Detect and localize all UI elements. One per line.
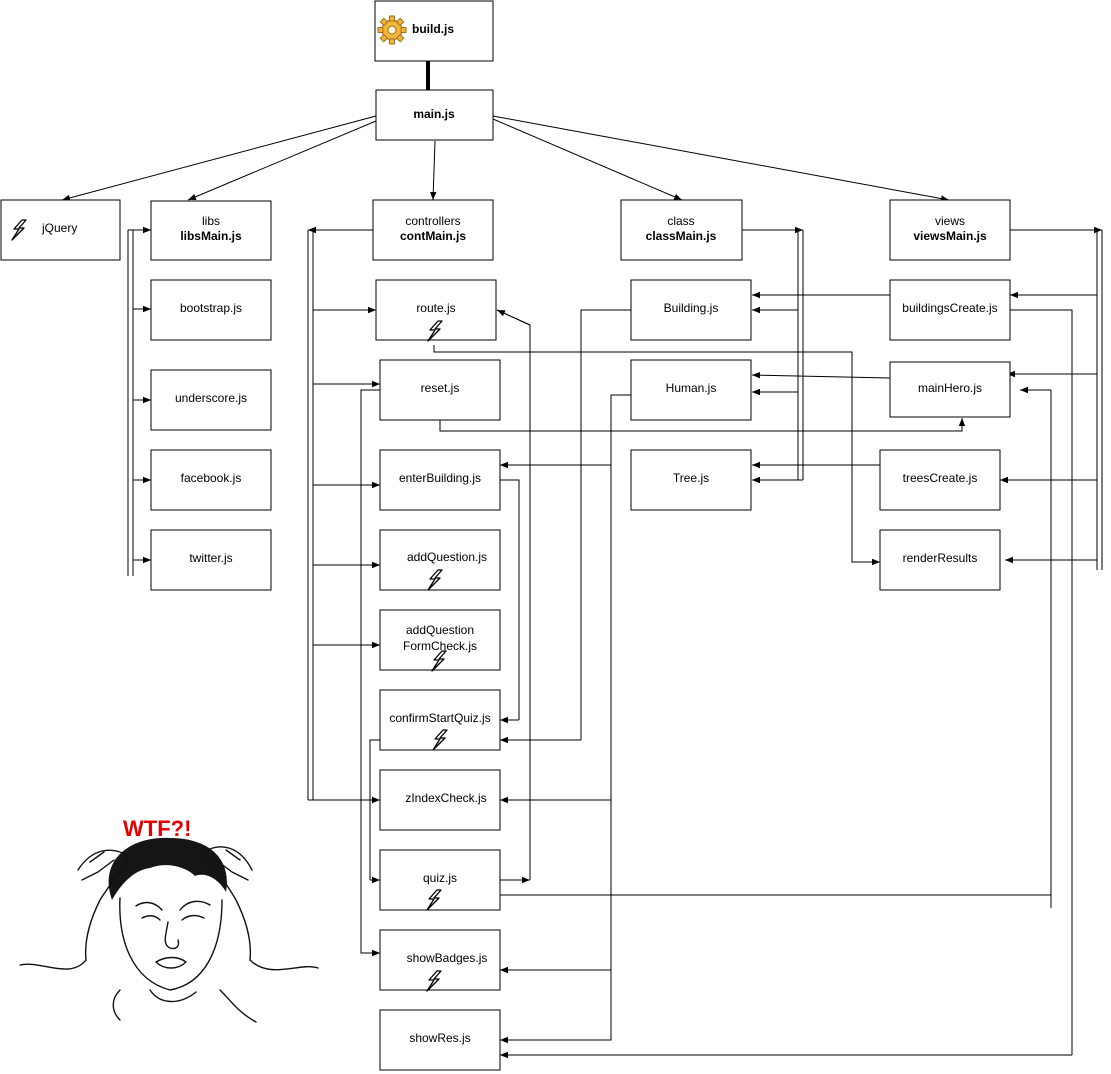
buildings-create-label: buildingsCreate.js <box>902 301 997 315</box>
add-question-label: addQuestion.js <box>407 550 487 564</box>
node-human[interactable]: Human.js <box>630 359 752 421</box>
main-label: main.js <box>413 107 455 121</box>
facebook-label: facebook.js <box>181 471 242 485</box>
render-results-label: renderResults <box>903 551 978 565</box>
wtf-meme-illustration: WTF?! <box>19 816 319 1023</box>
node-add-question[interactable]: addQuestion.js <box>379 529 501 591</box>
node-buildings-create[interactable]: buildingsCreate.js <box>889 279 1011 341</box>
node-bootstrap[interactable]: bootstrap.js <box>150 279 272 341</box>
enter-building-label: enterBuilding.js <box>399 471 481 485</box>
views-main-label: viewsMain.js <box>913 229 987 243</box>
main-hero-label: mainHero.js <box>918 381 982 395</box>
meme-caption: WTF?! <box>123 816 191 841</box>
trees-create-label: treesCreate.js <box>903 471 978 485</box>
libs-main-label: libsMain.js <box>180 229 242 243</box>
libs-label: libs <box>202 214 220 228</box>
connectors <box>61 61 1103 1059</box>
twitter-label: twitter.js <box>189 551 232 565</box>
z-index-check-label: zIndexCheck.js <box>405 791 486 805</box>
node-tree[interactable]: Tree.js <box>630 449 752 511</box>
node-build[interactable]: build.js <box>374 0 494 62</box>
node-underscore[interactable]: underscore.js <box>150 369 272 431</box>
views-label: views <box>935 214 965 228</box>
underscore-label: underscore.js <box>175 391 247 405</box>
build-label: build.js <box>412 22 454 36</box>
confirm-start-quiz-label: confirmStartQuiz.js <box>389 711 490 725</box>
jquery-label: jQuery <box>41 221 77 235</box>
node-views[interactable]: views viewsMain.js <box>889 199 1011 261</box>
class-label: class <box>667 214 694 228</box>
node-facebook[interactable]: facebook.js <box>150 449 272 511</box>
node-building[interactable]: Building.js <box>630 279 752 341</box>
node-confirm-start-quiz[interactable]: confirmStartQuiz.js <box>379 689 501 751</box>
node-libs[interactable]: libs libsMain.js <box>150 200 272 261</box>
building-label: Building.js <box>664 301 719 315</box>
gear-icon <box>377 15 407 45</box>
controllers-label: controllers <box>405 214 460 228</box>
reset-label: reset.js <box>421 381 460 395</box>
node-main[interactable]: main.js <box>375 89 494 141</box>
controllers-main-label: contMain.js <box>400 229 466 243</box>
node-trees-create[interactable]: treesCreate.js <box>879 449 1001 511</box>
quiz-label: quiz.js <box>423 871 457 885</box>
bootstrap-label: bootstrap.js <box>180 301 242 315</box>
node-class[interactable]: class classMain.js <box>620 199 743 261</box>
node-reset[interactable]: reset.js <box>379 359 501 421</box>
add-question-form-check-label-2: FormCheck.js <box>403 639 477 653</box>
node-add-question-form-check[interactable]: addQuestion FormCheck.js <box>379 609 501 672</box>
human-label: Human.js <box>666 381 717 395</box>
node-route[interactable]: route.js <box>375 279 497 342</box>
tree-label: Tree.js <box>673 471 709 485</box>
add-question-form-check-label-1: addQuestion <box>406 623 474 637</box>
class-main-label: classMain.js <box>646 229 717 243</box>
node-quiz[interactable]: quiz.js <box>379 849 501 911</box>
show-badges-label: showBadges.js <box>407 951 488 965</box>
node-render-results[interactable]: renderResults <box>879 529 1001 591</box>
show-res-label: showRes.js <box>409 1031 470 1045</box>
node-show-res[interactable]: showRes.js <box>379 1009 501 1071</box>
node-enter-building[interactable]: enterBuilding.js <box>379 449 501 511</box>
node-controllers[interactable]: controllers contMain.js <box>372 199 494 261</box>
node-twitter[interactable]: twitter.js <box>150 529 272 591</box>
route-label: route.js <box>416 301 455 315</box>
node-show-badges[interactable]: showBadges.js <box>379 929 501 992</box>
node-jquery[interactable]: jQuery <box>0 199 121 261</box>
node-main-hero[interactable]: mainHero.js <box>889 361 1011 418</box>
node-z-index-check[interactable]: zIndexCheck.js <box>379 769 501 831</box>
